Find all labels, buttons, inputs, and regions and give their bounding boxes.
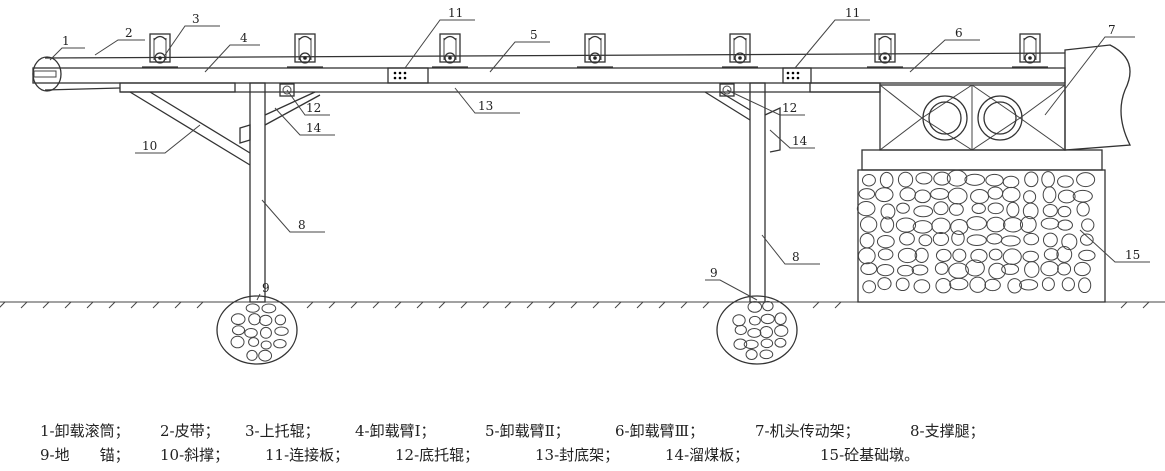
- frame-bracing: [879, 84, 1066, 151]
- connection-plate: [782, 67, 812, 84]
- upper-idler: [287, 33, 323, 68]
- callout-9: 9: [710, 266, 718, 280]
- callout-8: 8: [792, 250, 800, 264]
- ground-anchor-left: [216, 295, 298, 365]
- legend-item: 6-卸载臂Ⅲ；: [615, 422, 705, 440]
- upper-idler: [142, 33, 178, 68]
- legend-item: 5-卸载臂Ⅱ；: [485, 422, 570, 440]
- callout-leaders: [49, 19, 1150, 301]
- callout-10: 10: [142, 139, 157, 153]
- coal-chute-right: [764, 106, 781, 153]
- head-extension: [1064, 44, 1132, 151]
- upper-idler: [432, 33, 468, 68]
- callout-7: 7: [1108, 23, 1116, 37]
- callout-1: 1: [62, 34, 70, 48]
- callout-12: 12: [782, 101, 797, 115]
- support-leg-left: [249, 82, 266, 303]
- callout-3: 3: [192, 12, 200, 26]
- legend-item: 11-连接板；: [265, 446, 350, 464]
- callout-13: 13: [478, 99, 493, 113]
- callout-12: 12: [306, 101, 321, 115]
- legend-item: 9-地 锚；: [40, 446, 130, 464]
- anchor-stones: [230, 300, 789, 362]
- upper-idler: [722, 33, 758, 68]
- arm-bracket-right: [809, 82, 881, 93]
- foundation-stones: [856, 169, 1096, 294]
- upper-idler: [1012, 33, 1048, 68]
- coal-chute-left: [239, 91, 321, 144]
- support-leg-right: [749, 82, 766, 303]
- legend-item: 10-斜撑；: [160, 446, 230, 464]
- legend-item: 2-皮带；: [160, 422, 220, 440]
- belt: [44, 52, 1066, 59]
- legend-item: 13-封底架；: [535, 446, 620, 464]
- callout-14: 14: [792, 134, 808, 148]
- legend-row-2: 9-地 锚； 10-斜撑； 11-连接板； 12-底托辊； 13-封底架； 14-溜煤板；…: [40, 444, 919, 465]
- callout-5: 5: [530, 28, 538, 42]
- diagonal-brace: [129, 91, 251, 166]
- pulley-shaft: [33, 70, 57, 78]
- connection-plate: [387, 67, 429, 84]
- callout-11: 11: [448, 6, 463, 20]
- legend-item: 3-上托辊；: [245, 422, 320, 440]
- legend-item: 12-底托辊；: [395, 446, 480, 464]
- drive-drum: [977, 95, 1023, 141]
- frame-base: [861, 149, 1103, 171]
- callout-14: 14: [306, 121, 322, 135]
- legend-item: 15-砼基础墩。: [820, 446, 920, 464]
- conveyor-diagram: 1 2 3 4 5 6 7 8 8 9 9 10 11 11 12 12 13 …: [0, 6, 1165, 365]
- legend-item: 1-卸载滚筒；: [40, 422, 130, 440]
- callout-9: 9: [262, 281, 270, 295]
- bottom-idler: [719, 83, 735, 97]
- callout-15: 15: [1125, 248, 1140, 262]
- callout-4: 4: [240, 31, 248, 45]
- ground-hatching: [0, 301, 1150, 309]
- upper-idler: [867, 33, 903, 68]
- callout-8: 8: [298, 218, 306, 232]
- discharge-pulley: [32, 56, 62, 92]
- ground-anchor-right: [716, 295, 798, 365]
- arm-bracket-left: [119, 82, 236, 93]
- bottom-idler: [279, 83, 295, 97]
- belt-return: [44, 87, 121, 91]
- callout-2: 2: [125, 26, 133, 40]
- callout-11: 11: [845, 6, 860, 20]
- unloading-arm-beam: [32, 67, 1066, 84]
- legend-item: 4-卸载臂Ⅰ；: [355, 422, 436, 440]
- upper-idlers: [142, 33, 1048, 68]
- legend-row-1: 1-卸载滚筒； 2-皮带； 3-上托辊； 4-卸载臂Ⅰ； 5-卸载臂Ⅱ； 6-卸载臂Ⅲ； 7…: [40, 420, 985, 441]
- legend-item: 7-机头传动架；: [755, 422, 860, 440]
- diagonal-brace-right: [704, 91, 751, 121]
- legend-item: 8-支撑腿；: [910, 422, 985, 440]
- upper-idler: [577, 33, 613, 68]
- drive-drum: [922, 95, 968, 141]
- concrete-foundation: [857, 169, 1106, 303]
- callout-6: 6: [955, 26, 963, 40]
- legend-item: 14-溜煤板；: [665, 446, 750, 464]
